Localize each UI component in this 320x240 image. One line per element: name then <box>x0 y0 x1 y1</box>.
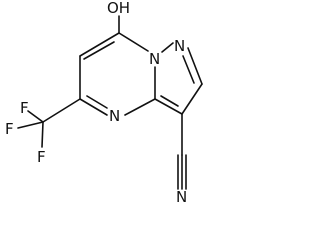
bond-c7-c6-double <box>79 32 120 57</box>
atom-label-n-pyrazole: N <box>174 37 185 55</box>
bond-c5-cf3 <box>42 98 81 123</box>
bond-n8a-n1 <box>161 42 174 53</box>
bond-n1-c2-double-inner <box>182 55 195 84</box>
atom-label-group: OH N N N N F F F <box>5 0 187 206</box>
bond-cf3-f1 <box>27 110 44 123</box>
bond-c5-n4-double <box>79 98 108 116</box>
atom-label-hydroxyl: OH <box>107 0 130 17</box>
bond-c2-c3 <box>181 83 203 115</box>
atom-label-nitrile-n: N <box>176 188 187 206</box>
chemical-structure-diagram: OH N N N N F F F <box>0 0 216 206</box>
bond-c5-n4-double-inner <box>86 95 108 109</box>
bond-c7-c6-double-inner <box>83 41 115 60</box>
atom-label-n-pyrimidine: N <box>109 107 120 125</box>
bond-cf3-f3 <box>41 121 44 148</box>
bond-n8a-c7 <box>118 32 149 52</box>
atom-label-n-bridge: N <box>149 50 160 68</box>
canvas-background <box>0 0 216 206</box>
bond-cf3-f2 <box>17 121 44 129</box>
atom-label-fluorine-1: F <box>20 99 29 117</box>
bond-group <box>17 15 203 190</box>
bond-c3-c3a-double-inner <box>160 95 179 107</box>
atom-label-fluorine-3: F <box>37 148 46 166</box>
atom-label-fluorine-2: F <box>5 120 14 138</box>
bond-n1-c2-double <box>187 47 203 85</box>
bond-n4-c3a <box>124 98 156 116</box>
bond-c3-c3a-double <box>154 98 183 115</box>
